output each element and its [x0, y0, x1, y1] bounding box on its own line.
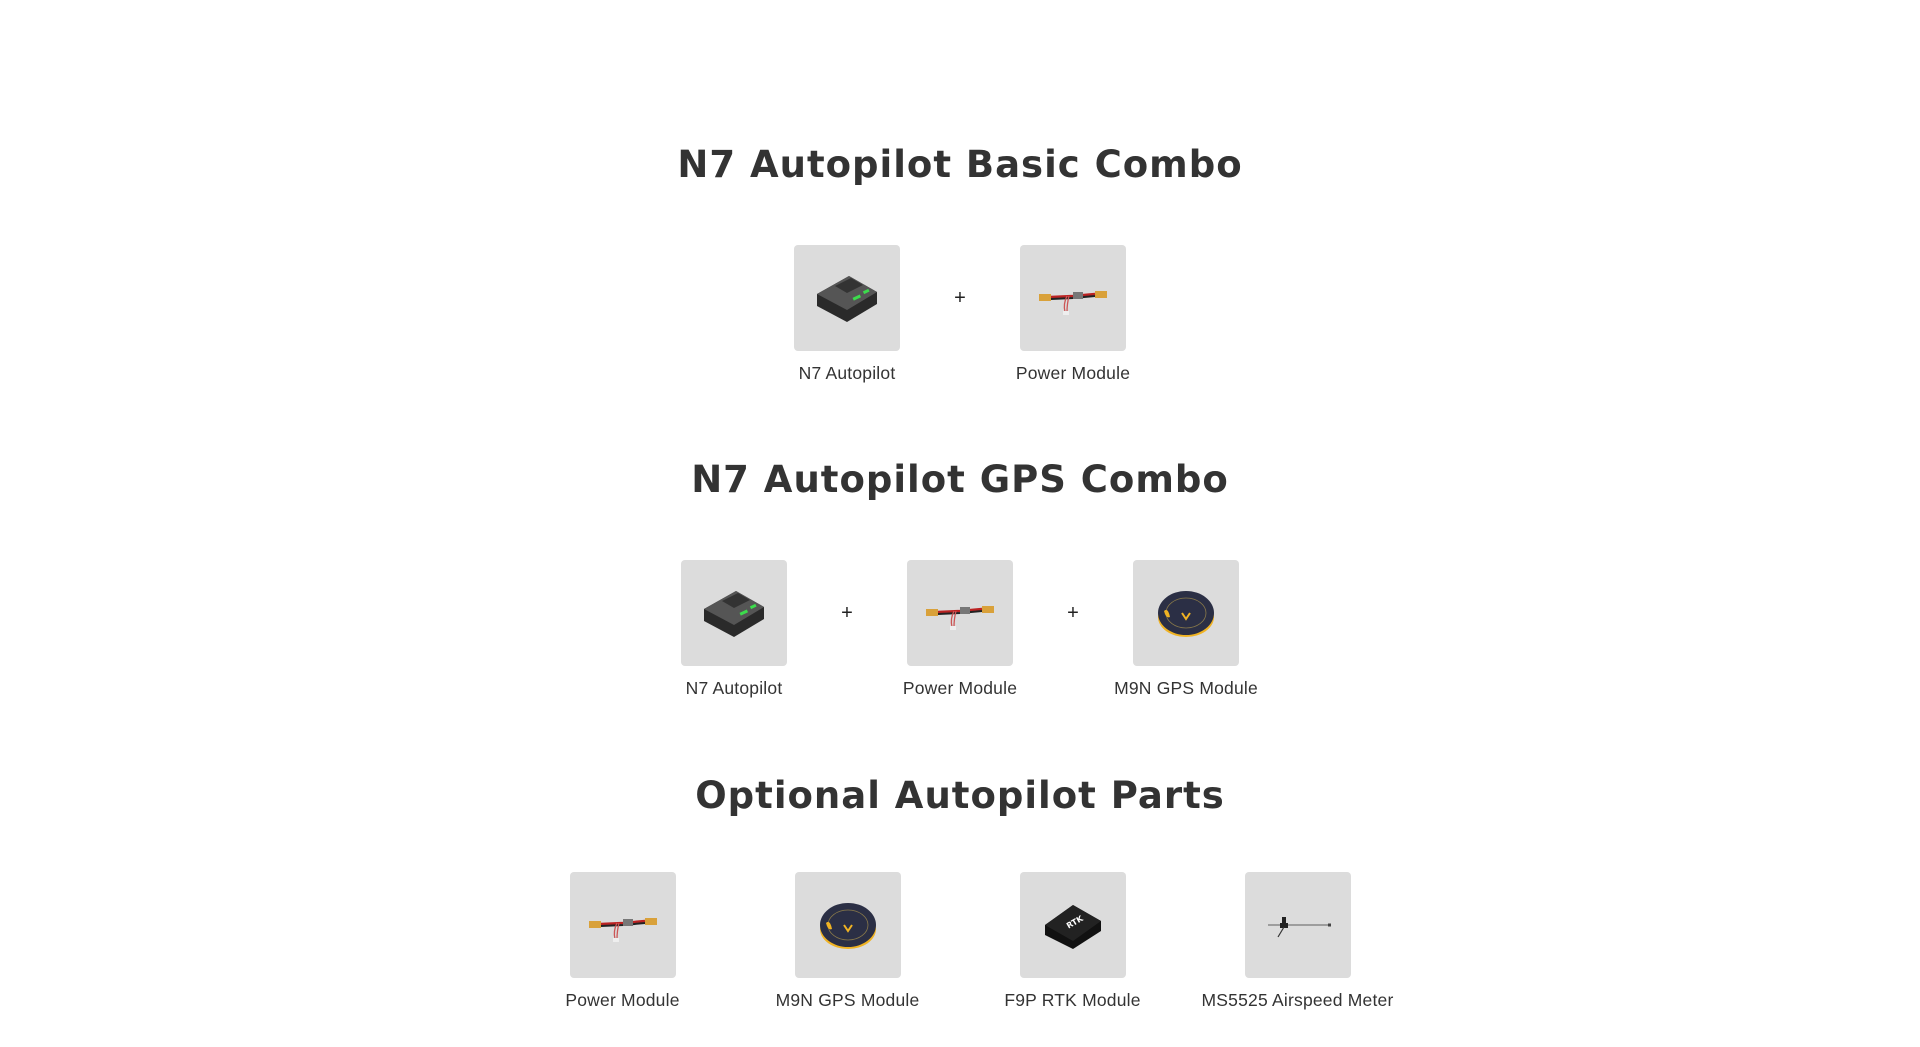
product-label: N7 Autopilot	[798, 363, 896, 383]
product-tile[interactable]	[1020, 245, 1126, 351]
product-tile[interactable]	[907, 560, 1013, 666]
basic-combo-row: N7 Autopilot + Power Module	[0, 245, 1920, 384]
product-label: MS5525 Airspeed Meter	[1201, 990, 1394, 1010]
product-power-module[interactable]: Power Module	[565, 872, 679, 1011]
gps-combo-row: N7 Autopilot + Power Module + M9N GPS Mo…	[0, 560, 1920, 699]
plus-separator: +	[841, 602, 853, 624]
product-tile[interactable]	[1019, 872, 1126, 978]
product-n7-autopilot[interactable]: N7 Autopilot	[681, 560, 787, 699]
product-f9p-rtk[interactable]: F9P RTK Module	[1004, 872, 1141, 1011]
product-power-module[interactable]: Power Module	[903, 560, 1017, 699]
product-tile[interactable]	[681, 560, 787, 666]
product-tile[interactable]	[1244, 872, 1351, 978]
product-ms5525-airspeed[interactable]: MS5525 Airspeed Meter	[1202, 872, 1393, 1011]
rtk-module-icon	[1033, 885, 1113, 965]
product-tile[interactable]	[794, 245, 900, 351]
plus-separator: +	[1067, 602, 1079, 624]
product-label: Power Module	[565, 990, 680, 1010]
section-title-basic-combo: N7 Autopilot Basic Combo	[677, 143, 1243, 186]
plus-separator: +	[954, 287, 966, 309]
section-title-gps-combo: N7 Autopilot GPS Combo	[691, 458, 1229, 501]
product-label: F9P RTK Module	[1004, 990, 1141, 1010]
product-label: Power Module	[902, 678, 1018, 698]
autopilot-icon	[807, 258, 887, 338]
product-power-module[interactable]: Power Module	[1016, 245, 1130, 384]
power-module-icon	[920, 573, 1000, 653]
optional-parts-row: Power Module M9N GPS Module F9P RTK Modu…	[0, 872, 1920, 1011]
product-m9n-gps[interactable]: M9N GPS Module	[776, 872, 919, 1011]
gps-module-icon	[808, 885, 888, 965]
product-label: N7 Autopilot	[685, 678, 783, 698]
product-label: Power Module	[1015, 363, 1131, 383]
product-tile[interactable]	[1133, 560, 1239, 666]
power-module-icon	[1033, 258, 1113, 338]
product-tile[interactable]	[569, 872, 676, 978]
product-label: M9N GPS Module	[775, 990, 920, 1010]
product-m9n-gps[interactable]: M9N GPS Module	[1114, 560, 1258, 699]
gps-module-icon	[1146, 573, 1226, 653]
product-label: M9N GPS Module	[1114, 678, 1258, 698]
product-tile[interactable]	[794, 872, 901, 978]
airspeed-meter-icon	[1258, 885, 1338, 965]
product-n7-autopilot[interactable]: N7 Autopilot	[794, 245, 900, 384]
power-module-icon	[583, 885, 663, 965]
section-title-optional-parts: Optional Autopilot Parts	[695, 774, 1225, 817]
autopilot-icon	[694, 573, 774, 653]
